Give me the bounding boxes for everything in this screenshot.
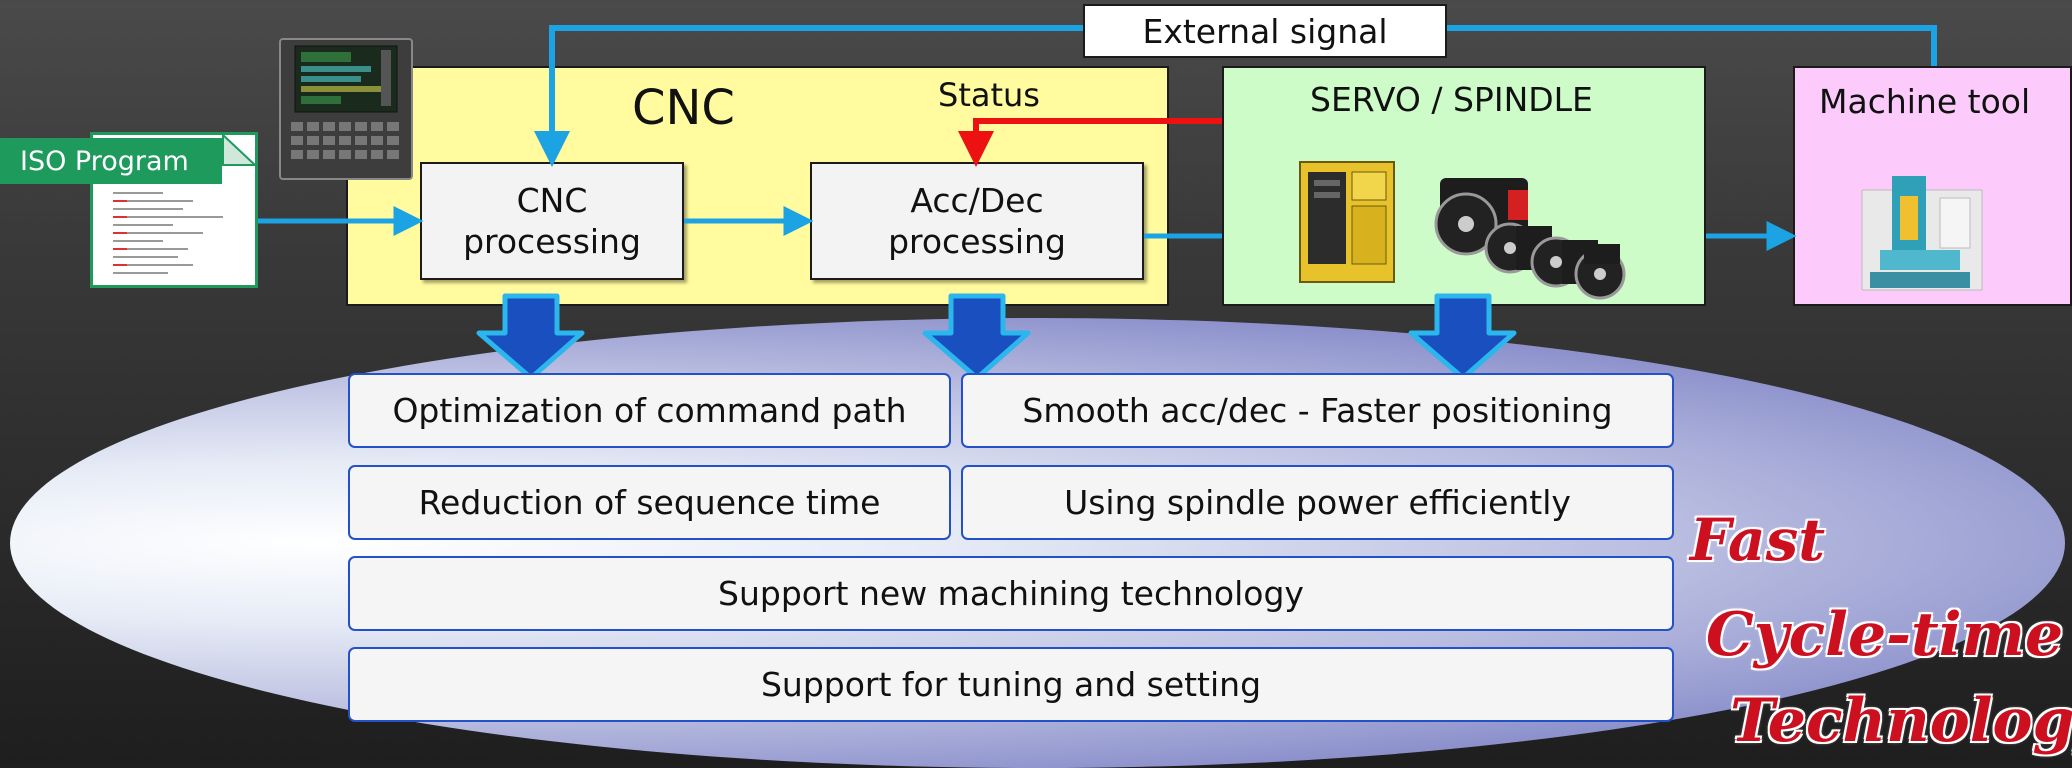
servo-motor-image-4 bbox=[1574, 244, 1626, 300]
machine-tool-title: Machine tool bbox=[1819, 82, 2031, 121]
cnc-title: CNC bbox=[632, 80, 735, 136]
status-feedback-arrow bbox=[958, 118, 1222, 167]
down-arrow-servo bbox=[1408, 293, 1517, 381]
slogan-fast: Fast bbox=[1690, 506, 1826, 574]
slogan-technology: Technology bbox=[1730, 686, 2072, 756]
status-label: Status bbox=[938, 76, 1040, 114]
machine-tool-image bbox=[1861, 176, 1983, 291]
slogan-cycle-time: Cycle-time bbox=[1706, 600, 2064, 670]
down-arrow-accdec bbox=[922, 293, 1031, 381]
feature-new-machining: Support new machining technology bbox=[348, 556, 1674, 631]
feature-tuning-setting: Support for tuning and setting bbox=[348, 647, 1674, 722]
cnc-control-panel-image bbox=[279, 38, 413, 180]
feature-smooth-accdec: Smooth acc/dec - Faster positioning bbox=[961, 373, 1674, 448]
iso-program-label: ISO Program bbox=[0, 138, 222, 184]
feature-sequence-time: Reduction of sequence time bbox=[348, 465, 951, 540]
servo-amplifier-image bbox=[1299, 161, 1395, 283]
feature-command-path: Optimization of command path bbox=[348, 373, 951, 448]
external-signal-box: External signal bbox=[1083, 4, 1447, 58]
cnc-processing-box: CNC processing bbox=[420, 162, 684, 280]
accdec-processing-box: Acc/Dec processing bbox=[810, 162, 1144, 280]
down-arrow-cnc bbox=[476, 293, 585, 381]
feature-spindle-power: Using spindle power efficiently bbox=[961, 465, 1674, 540]
external-signal-line-right bbox=[1447, 25, 1937, 66]
servo-spindle-title: SERVO / SPINDLE bbox=[1310, 80, 1593, 119]
external-signal-line bbox=[534, 25, 1083, 167]
